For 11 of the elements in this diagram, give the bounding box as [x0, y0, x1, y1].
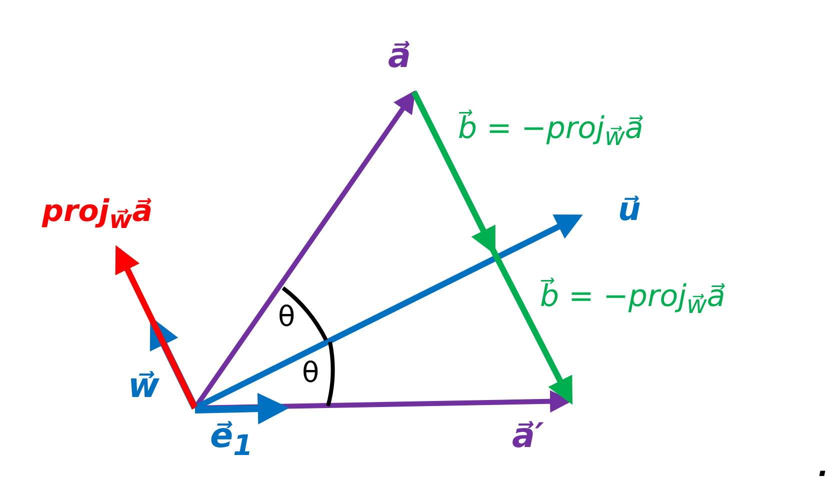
dot-mark: .	[818, 452, 829, 483]
vector-label: u⃗	[618, 192, 641, 228]
equation-label: b⃗ = −proj$_{w⃗}$a⃗	[540, 280, 726, 318]
vector-label: a⃗	[388, 38, 411, 76]
vector-label: w⃗	[128, 368, 160, 406]
vector-label: proj$_{w⃗}$a⃗	[42, 195, 153, 234]
vector-label: a⃗′	[512, 418, 544, 456]
angle-label: θ	[278, 302, 296, 333]
angle-label: θ	[302, 358, 320, 389]
equation-label: b⃗ = −proj$_{w⃗}$a⃗	[458, 112, 644, 150]
vector-label: e⃗$_{1}$	[210, 418, 253, 461]
